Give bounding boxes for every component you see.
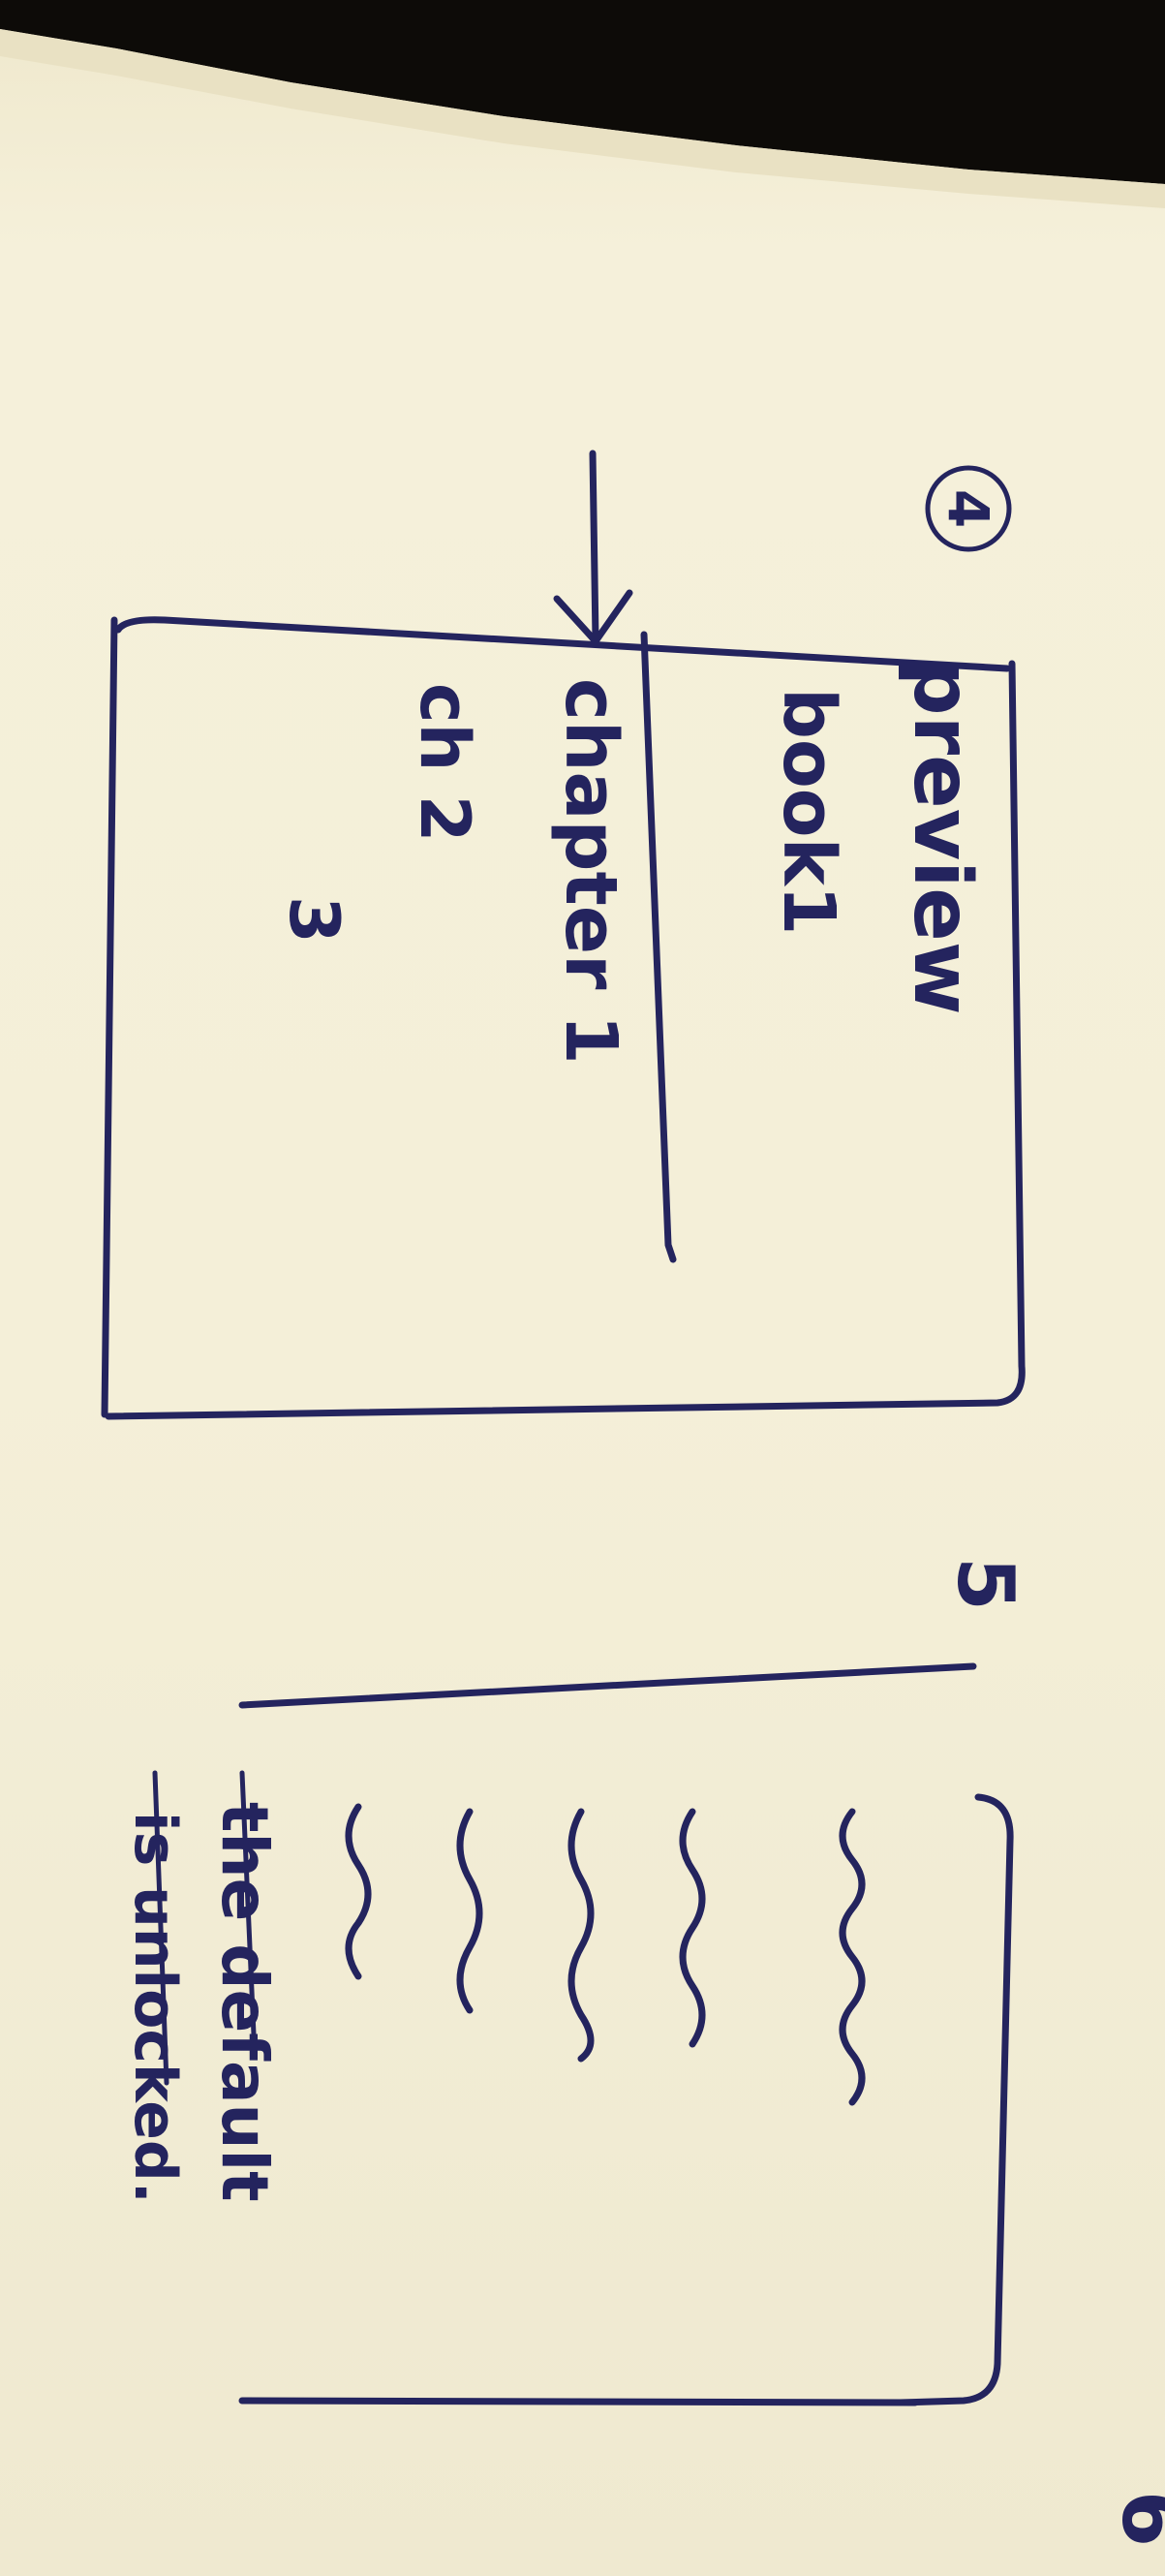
sketch-5: 5 the default is unlocked. <box>121 1557 1030 2406</box>
sketch-5-frame <box>238 1662 1014 2406</box>
paper-top-shadow <box>0 0 1165 208</box>
step-4-circle <box>925 465 1012 552</box>
preview-title: preview <box>896 659 988 1015</box>
chapter-2-label: ch 2 <box>405 683 484 842</box>
step-5-number: 5 <box>940 1557 1030 1611</box>
text-placeholder-line <box>345 1803 372 1980</box>
text-placeholder-line <box>679 1808 706 2048</box>
step-4-number: 4 <box>935 489 1001 528</box>
note-underline <box>239 1770 257 2037</box>
book-label: book1 <box>767 688 850 935</box>
sketch-4: 4 preview book1 chapter 1 ch 2 3 <box>101 450 1026 1420</box>
preview-frame <box>101 616 1026 1420</box>
note-underline <box>152 1770 169 2086</box>
chapter-1-label: chapter 1 <box>549 678 632 1065</box>
page-number: 6 <box>1104 2491 1165 2547</box>
text-placeholder-line <box>839 1808 866 2106</box>
chapter-3-label: 3 <box>274 896 353 944</box>
text-placeholder-line <box>567 1808 595 2063</box>
default-note-line-2: is unlocked. <box>121 1812 189 2204</box>
arrow-icon <box>553 450 633 645</box>
text-placeholder-line <box>456 1808 483 2014</box>
preview-header-divider <box>640 631 677 1263</box>
